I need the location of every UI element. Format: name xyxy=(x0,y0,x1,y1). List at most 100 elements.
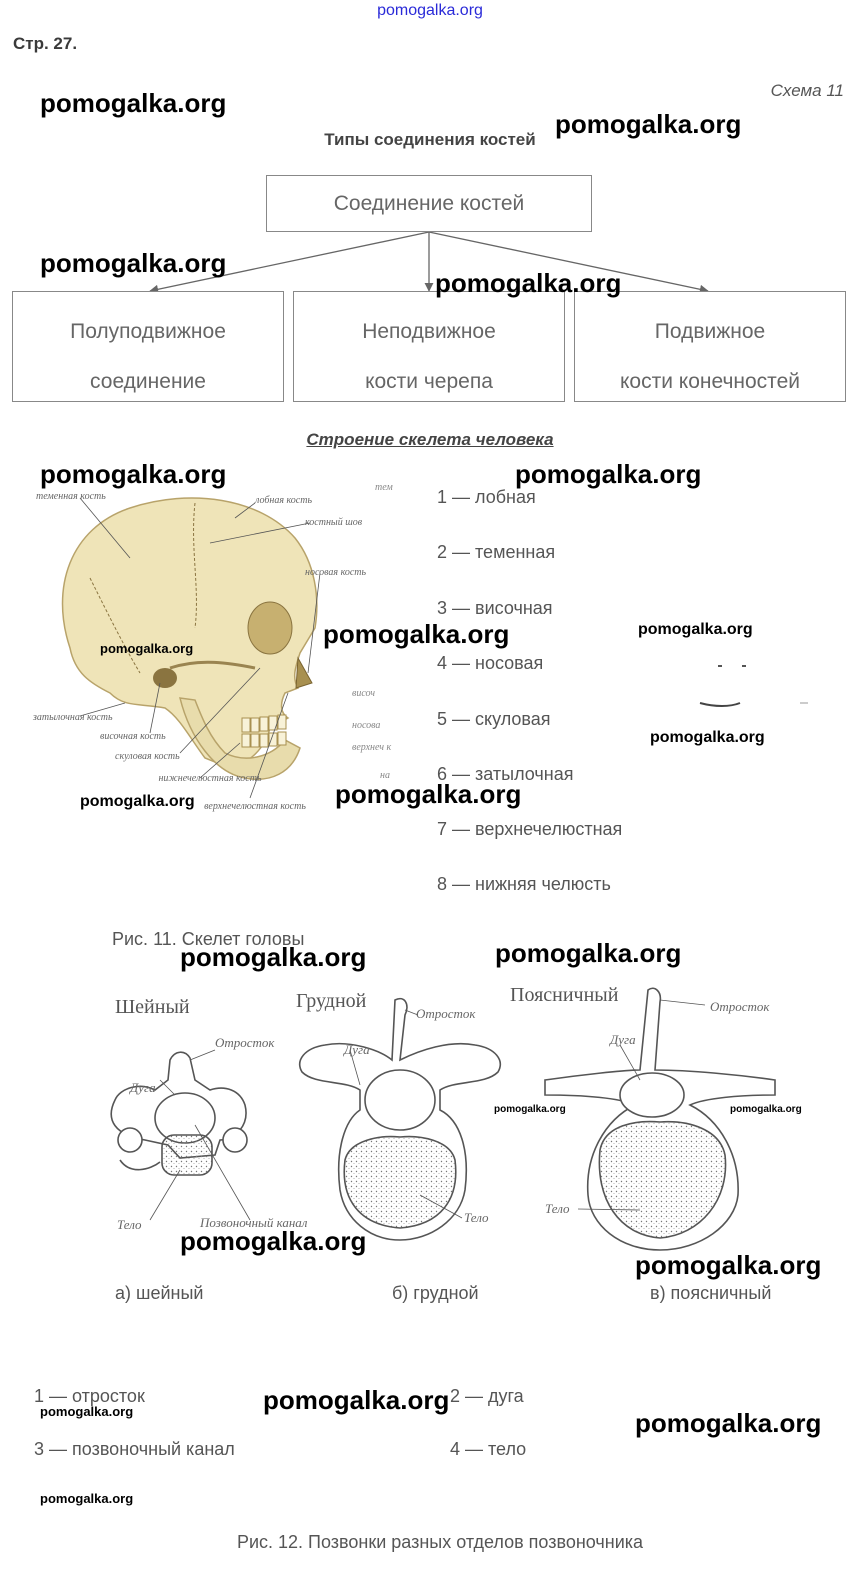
watermark: pomogalka.org xyxy=(100,641,194,656)
scheme-box-semimovable: Полуподвижное соединение xyxy=(12,291,284,402)
skull-nasal-cavity xyxy=(295,656,313,689)
skull-legend-item: 1 — лобная xyxy=(437,487,536,507)
skull-illustration xyxy=(61,497,321,799)
cut-label: носова xyxy=(352,720,381,731)
watermark: pomogalka.org xyxy=(435,268,622,298)
watermark: pomogalka.org xyxy=(555,109,742,139)
skull-legend-item: 6 — затылочная xyxy=(437,764,574,784)
vertebra-legend-item: 3 — позвоночный канал xyxy=(34,1439,235,1459)
arrow-left xyxy=(149,231,430,294)
box-subtitle: кости черепа xyxy=(365,370,493,393)
skull-label-suture: костный шов xyxy=(305,517,363,528)
skull-mandible xyxy=(179,697,301,780)
skull-teeth xyxy=(241,714,287,748)
vertebra-label-canal: Позвоночный канал xyxy=(200,1215,308,1230)
fig11-caption: Рис. 11. Скелет головы xyxy=(112,929,305,949)
scheme-label: Схема 11 xyxy=(770,81,844,100)
box-subtitle: кости конечностей xyxy=(620,370,800,393)
vertebra-label-process: Отросток xyxy=(215,1035,275,1050)
leader-thoracic-process xyxy=(404,1009,419,1016)
skull-lambdoid-suture xyxy=(89,577,141,674)
watermark: pomogalka.org xyxy=(638,621,753,638)
scheme-title: Типы соединения костей xyxy=(324,130,536,149)
site-link[interactable]: pomogalka.org xyxy=(377,2,483,19)
cut-label: височ xyxy=(352,688,376,699)
box-title: Полуподвижное xyxy=(70,320,226,343)
leader-zygomatic xyxy=(179,667,261,754)
watermark: pomogalka.org xyxy=(180,942,367,972)
vertebra-label-arch: Дуга xyxy=(344,1042,370,1057)
leader-suture xyxy=(209,522,311,544)
leader-cervical-arch xyxy=(159,1079,176,1096)
vertebra-legend-item: 4 — тело xyxy=(450,1439,527,1459)
vertebra-caption-lumbar: в) поясничный xyxy=(650,1283,772,1303)
watermark: pomogalka.org xyxy=(515,459,702,489)
skull-label-parietal: теменная кость xyxy=(36,491,106,502)
scheme-arrows xyxy=(149,231,709,294)
vertebra-legend-item: 2 — дуга xyxy=(450,1386,524,1406)
watermark: pomogalka.org xyxy=(335,779,522,809)
vertebra-label-process: Отросток xyxy=(416,1006,476,1021)
skull-legend-item: 7 — верхнечелюстная xyxy=(437,819,623,839)
leader-parietal xyxy=(79,497,131,559)
vertebra-label-body: Тело xyxy=(464,1210,489,1225)
leader-maxilla xyxy=(249,692,289,799)
scheme-box-movable: Подвижное кости конечностей xyxy=(574,291,846,402)
watermark: pomogalka.org xyxy=(635,1408,822,1438)
vertebra-thoracic xyxy=(299,997,501,1241)
skull-cranium xyxy=(61,497,318,769)
page-number: Стр. 27. xyxy=(13,34,78,53)
skull-coronal-suture xyxy=(193,502,197,629)
leader-lumbar-arch xyxy=(619,1044,641,1081)
skull-zygomatic-arch xyxy=(169,660,256,670)
leader-lumbar-body xyxy=(577,1208,641,1211)
watermark: pomogalka.org xyxy=(40,1404,134,1419)
vertebra-label-arch: Дуга xyxy=(610,1032,636,1047)
vertebra-caption-cervical: а) шейный xyxy=(115,1283,204,1303)
box-title: Подвижное xyxy=(654,320,766,343)
watermark: pomogalka.org xyxy=(80,793,195,810)
watermark: pomogalka.org xyxy=(635,1250,822,1280)
vertebra-title-thoracic: Грудной xyxy=(296,990,367,1012)
leader-mandible xyxy=(199,742,241,779)
vertebra-label-body: Тело xyxy=(117,1217,142,1232)
leader-lumbar-process xyxy=(659,999,706,1006)
vertebra-lumbar xyxy=(544,987,776,1251)
skull-orbit xyxy=(247,601,293,655)
fig12-caption: Рис. 12. Позвонки разных отделов позвоно… xyxy=(236,1532,644,1552)
vertebra-label-process: Отросток xyxy=(710,999,770,1014)
watermark: pomogalka.org xyxy=(494,1104,566,1115)
cut-label: верхнеч к xyxy=(352,742,392,753)
skull-label-zygomatic: скуловая кость xyxy=(115,751,180,762)
skull-label-temporal: височная кость xyxy=(100,731,166,742)
scheme-box-immovable: Неподвижное кости черепа xyxy=(293,291,565,402)
skull-ear-opening xyxy=(153,668,177,688)
watermark: pomogalka.org xyxy=(495,938,682,968)
leader-cervical-process xyxy=(189,1049,216,1061)
leader-thoracic-body xyxy=(419,1194,463,1219)
leader-thoracic-arch xyxy=(349,1049,361,1086)
skull-label-nasal: носовая кость xyxy=(305,567,367,578)
box-title: Неподвижное xyxy=(362,320,496,343)
skull-label-frontal: лобная кость xyxy=(255,495,312,506)
vertebra-title-cervical: Шейный xyxy=(115,996,190,1018)
vertebra-title-lumbar: Поясничный xyxy=(510,984,619,1006)
watermark: pomogalka.org xyxy=(40,88,227,118)
vertebra-label-body: Тело xyxy=(545,1201,570,1216)
watermark: pomogalka.org xyxy=(40,459,227,489)
skull-label-mandible: нижнечелюстная кость xyxy=(158,773,262,784)
skull-legend-item: 5 — скуловая xyxy=(437,709,551,729)
leader-cervical-canal xyxy=(194,1124,251,1221)
skull-label-occipital: затылочная кость xyxy=(33,712,113,723)
watermark: pomogalka.org xyxy=(40,248,227,278)
watermark: pomogalka.org xyxy=(323,619,510,649)
leader-frontal xyxy=(234,502,256,519)
watermark: pomogalka.org xyxy=(180,1226,367,1256)
skull-legend-item: 2 — теменная xyxy=(437,542,556,562)
cut-label: тем xyxy=(375,482,393,493)
cut-label: на xyxy=(380,770,390,781)
watermark: pomogalka.org xyxy=(730,1104,802,1115)
leader-temporal xyxy=(149,682,161,734)
skull-label-maxilla: верхнечелюстная кость xyxy=(204,801,306,812)
box-subtitle: соединение xyxy=(90,370,206,393)
